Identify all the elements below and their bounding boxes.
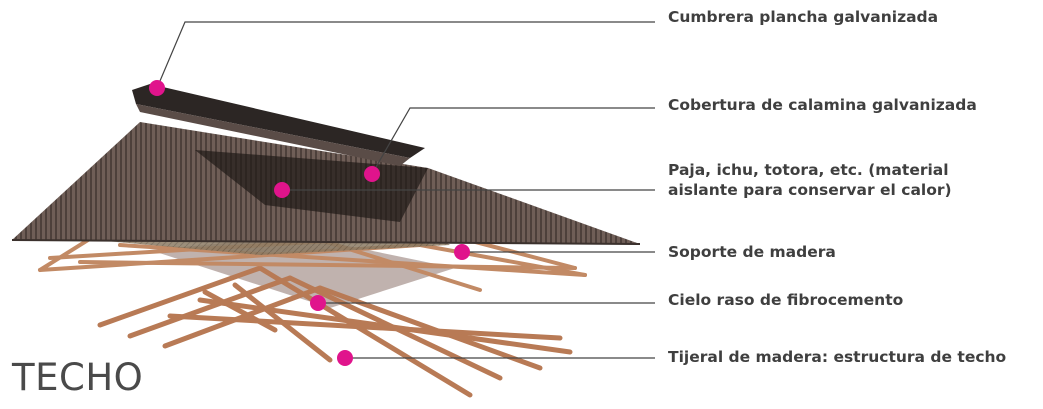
label-cielo: Cielo raso de fibrocemento bbox=[668, 290, 903, 310]
label-paja: Paja, ichu, totora, etc. (material aisla… bbox=[668, 160, 952, 200]
label-paja-line1: Paja, ichu, totora, etc. (material bbox=[668, 160, 952, 180]
label-soporte: Soporte de madera bbox=[668, 242, 836, 262]
marker-tijeral bbox=[337, 350, 353, 366]
label-paja-line2: aislante para conservar el calor) bbox=[668, 180, 952, 200]
marker-paja bbox=[274, 182, 290, 198]
label-cobertura: Cobertura de calamina galvanizada bbox=[668, 95, 977, 115]
marker-cielo bbox=[310, 295, 326, 311]
label-cumbrera: Cumbrera plancha galvanizada bbox=[668, 7, 938, 27]
marker-cumbrera bbox=[149, 80, 165, 96]
marker-cobertura bbox=[364, 166, 380, 182]
marker-soporte bbox=[454, 244, 470, 260]
label-tijeral: Tijeral de madera: estructura de techo bbox=[668, 347, 1006, 367]
diagram-title: TECHO bbox=[12, 356, 143, 400]
